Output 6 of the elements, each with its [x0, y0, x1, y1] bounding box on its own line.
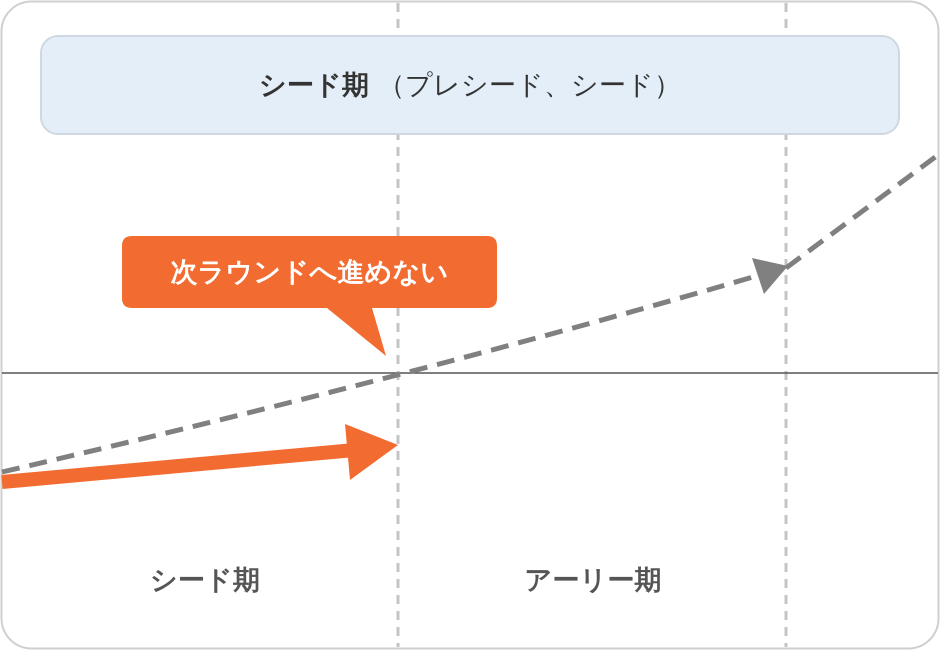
title-text: シード期 （プレシード、シード）: [259, 69, 681, 103]
callout-text: 次ラウンドへ進めない: [170, 256, 450, 290]
phase-label: シード期: [149, 564, 261, 598]
phase-label: アーリー期: [524, 564, 662, 598]
callout-bubble: [122, 236, 497, 358]
title-band: [40, 35, 900, 135]
